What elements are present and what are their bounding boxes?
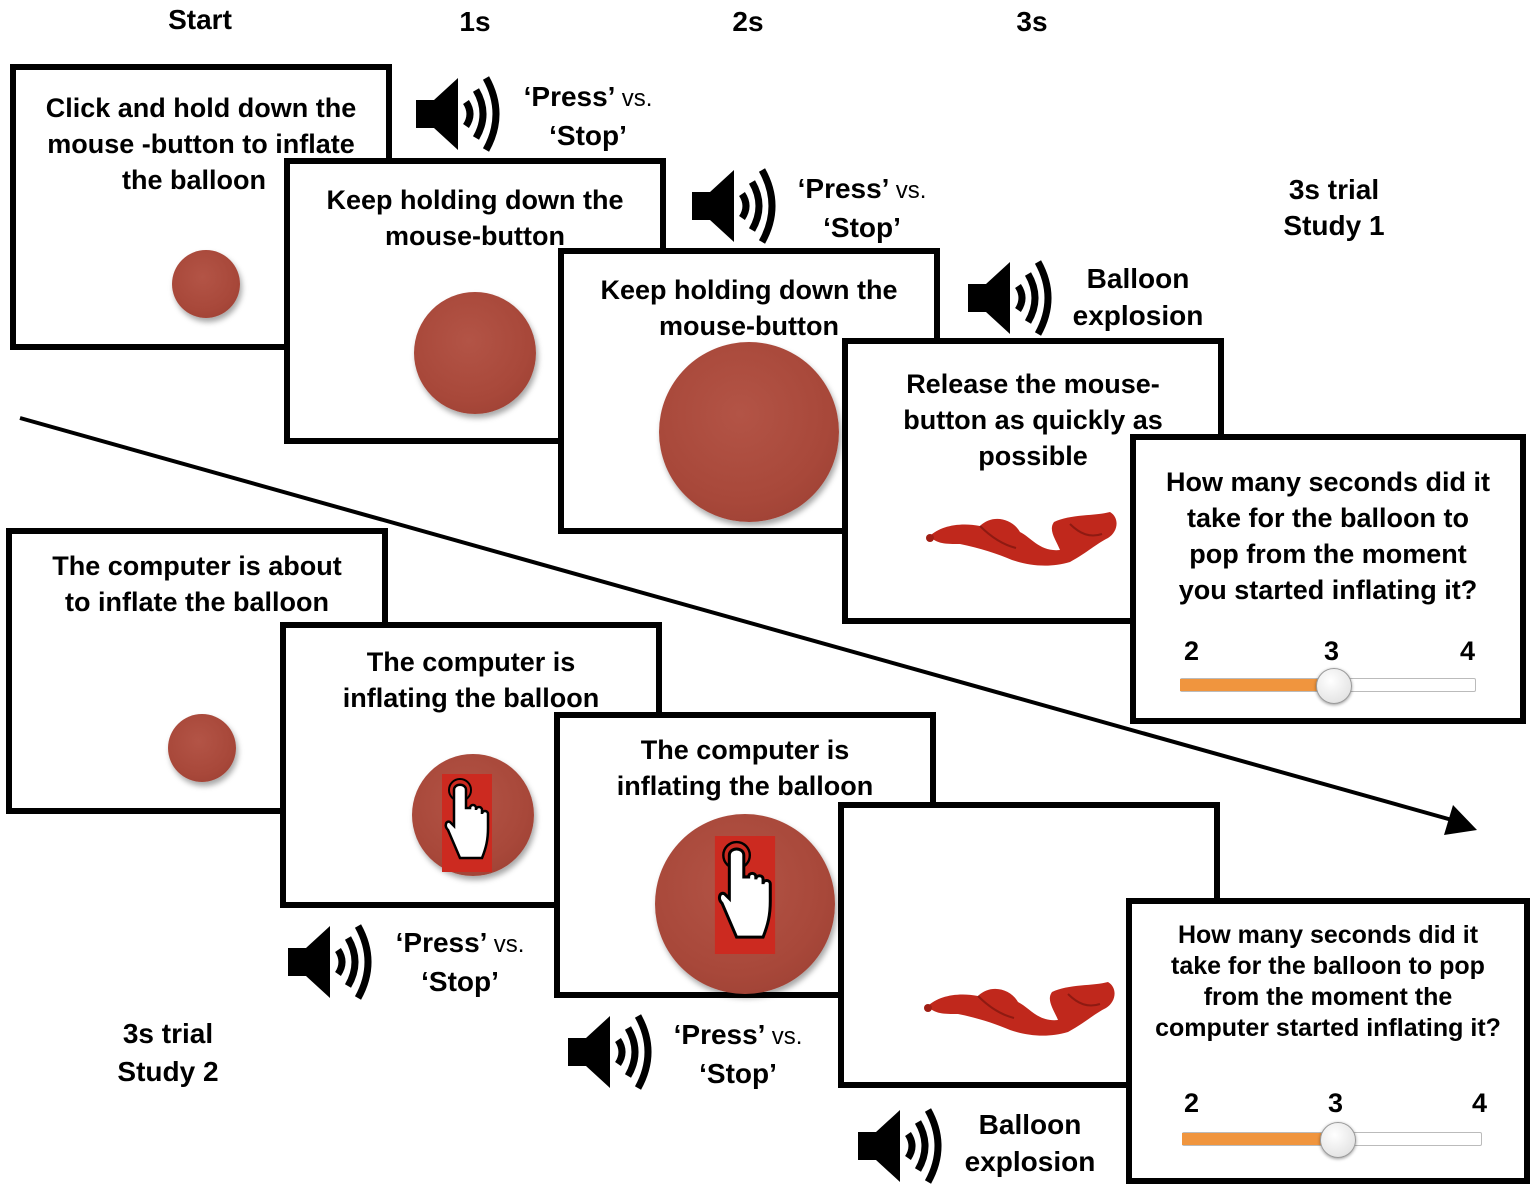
question-line: from the moment the xyxy=(1203,983,1453,1011)
speaker-icon xyxy=(568,1014,652,1090)
timeline-2s-label: 2s xyxy=(732,6,764,37)
duration-slider-thumb[interactable] xyxy=(1320,1122,1356,1158)
popped-balloon-icon xyxy=(926,512,1117,566)
speaker-icon xyxy=(416,76,500,152)
popped-balloon-icon xyxy=(924,982,1115,1036)
timeline-3s-label: 3s xyxy=(1016,6,1048,37)
slider-min-label: 2 xyxy=(1184,636,1200,666)
question-line: How many seconds did it xyxy=(1165,467,1491,497)
study2-study-label: Study 2 xyxy=(117,1056,219,1087)
slider-min-label: 2 xyxy=(1184,1088,1200,1118)
screen-text-line: Keep holding down the xyxy=(326,185,624,215)
study2-trial-label: 3s trial xyxy=(122,1018,214,1049)
slider-max-label: 4 xyxy=(1460,636,1476,666)
screen-text-line: The computer is xyxy=(366,647,576,677)
question-line: you started inflating it? xyxy=(1178,575,1478,605)
screen-text-line: inflating the balloon xyxy=(342,683,600,713)
pointing-hand-icon xyxy=(714,836,776,954)
study2-question-screen: How many seconds did it take for the bal… xyxy=(1126,898,1530,1184)
timeline-1s-label: 1s xyxy=(459,6,491,37)
slider-max-label: 4 xyxy=(1472,1088,1488,1118)
sound-label-press-stop: ‘Press’ vs. ‘Stop’ xyxy=(797,173,927,243)
timeline-start-label: Start xyxy=(168,4,232,35)
balloon-medium xyxy=(414,292,536,414)
sound-label-explosion: Balloon explosion xyxy=(1072,263,1204,331)
speaker-icon xyxy=(858,1108,942,1184)
speaker-icon xyxy=(968,260,1052,336)
sound-label-press-stop: ‘Press’ vs. ‘Stop’ xyxy=(673,1019,803,1089)
balloon-small xyxy=(172,250,240,318)
speaker-icon xyxy=(692,168,776,244)
duration-slider-thumb[interactable] xyxy=(1316,668,1352,704)
duration-slider-fill xyxy=(1182,1133,1334,1145)
balloon-large xyxy=(659,342,839,522)
question-line: pop from the moment xyxy=(1189,539,1467,569)
screen-text-line: Keep holding down the xyxy=(600,275,898,305)
screen-text-line: mouse-button xyxy=(385,221,565,251)
screen-text-line: mouse-button xyxy=(659,311,839,341)
screen-text-line: possible xyxy=(978,441,1088,471)
sound-label-press-stop: ‘Press’ vs. ‘Stop’ xyxy=(523,81,653,151)
screen-text-line: Click and hold down the xyxy=(45,93,357,123)
screen-text-line: button as quickly as xyxy=(903,405,1163,435)
question-line: How many seconds did it xyxy=(1177,921,1479,949)
duration-slider-fill xyxy=(1180,679,1330,691)
slider-mid-label: 3 xyxy=(1328,1088,1344,1118)
screen-text-line: the balloon xyxy=(122,165,266,195)
slider-mid-label: 3 xyxy=(1324,636,1340,666)
question-line: computer started inflating it? xyxy=(1155,1014,1501,1042)
screen-text-line: The computer is xyxy=(640,735,850,765)
study1-study-label: Study 1 xyxy=(1283,210,1385,241)
screen-text-line: mouse -button to inflate xyxy=(47,129,355,159)
screen-text-line: Release the mouse- xyxy=(906,369,1160,399)
sound-label-explosion: Balloon explosion xyxy=(964,1109,1096,1177)
question-line: take for the balloon to pop xyxy=(1171,952,1485,980)
question-line: take for the balloon to xyxy=(1186,503,1469,533)
screen-text-line: inflating the balloon xyxy=(616,771,874,801)
screen-text-line: The computer is about xyxy=(52,551,342,581)
study1-question-screen: How many seconds did it take for the bal… xyxy=(1130,434,1526,724)
speaker-icon xyxy=(288,924,372,1000)
sound-label-press-stop: ‘Press’ vs. ‘Stop’ xyxy=(395,927,525,997)
study1-trial-label: 3s trial xyxy=(1288,174,1380,205)
balloon-small xyxy=(168,714,236,782)
screen-text-line: to inflate the balloon xyxy=(65,587,329,617)
pointing-hand-icon xyxy=(442,774,492,872)
